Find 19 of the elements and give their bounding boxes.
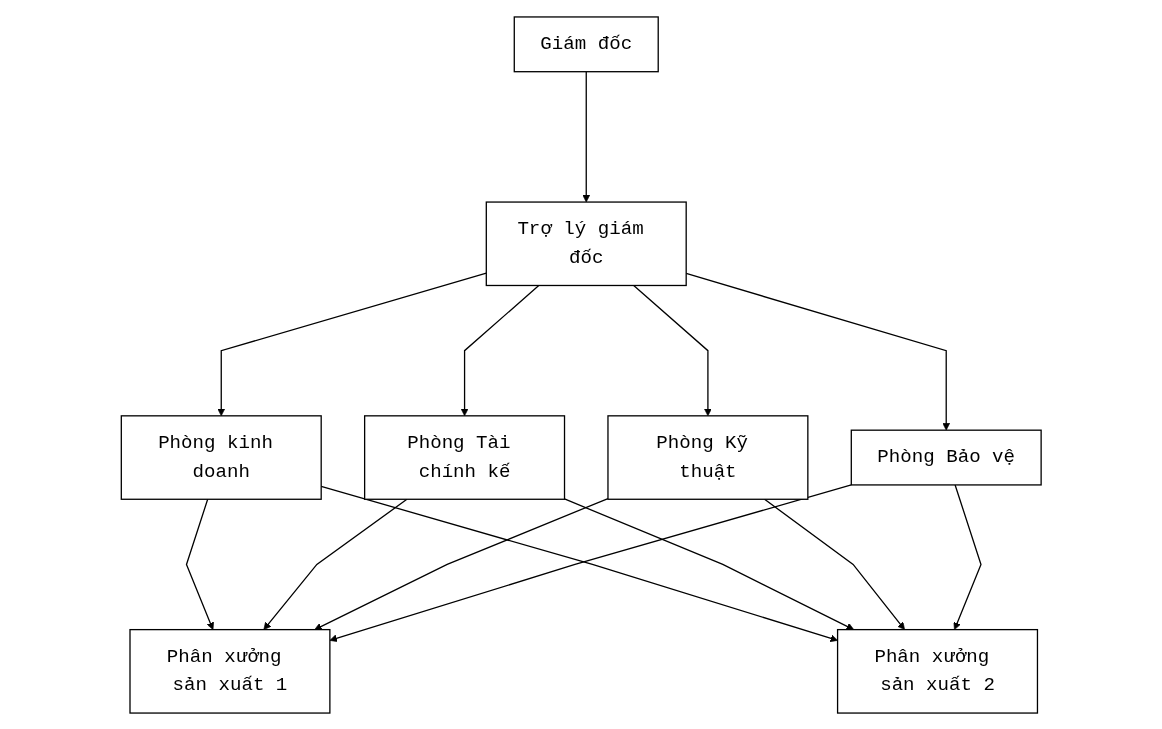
node-box: Phòng Kỹ thuật bbox=[607, 414, 809, 500]
arrow bbox=[582, 70, 590, 202]
arrow bbox=[685, 272, 950, 431]
node-box: Phòng kinh doanh bbox=[120, 414, 322, 500]
node-box: Phân xưởng sản xuất 1 bbox=[129, 628, 331, 714]
arrow bbox=[763, 498, 905, 630]
arrow bbox=[632, 284, 712, 416]
node-box: Giám đốc bbox=[513, 15, 659, 72]
arrow bbox=[217, 271, 487, 416]
node-box: Phòng Tài chính kế bbox=[363, 414, 565, 500]
arrow bbox=[185, 498, 214, 630]
arrow bbox=[563, 497, 854, 630]
node-box: Phân xưởng sản xuất 2 bbox=[836, 628, 1038, 714]
arrow bbox=[263, 498, 408, 630]
node-box: Phòng Bảo vệ bbox=[850, 429, 1042, 486]
arrow bbox=[314, 497, 609, 630]
arrow bbox=[460, 284, 540, 416]
node-box: Trợ lý giám đốc bbox=[485, 200, 687, 286]
arrow bbox=[953, 483, 982, 630]
